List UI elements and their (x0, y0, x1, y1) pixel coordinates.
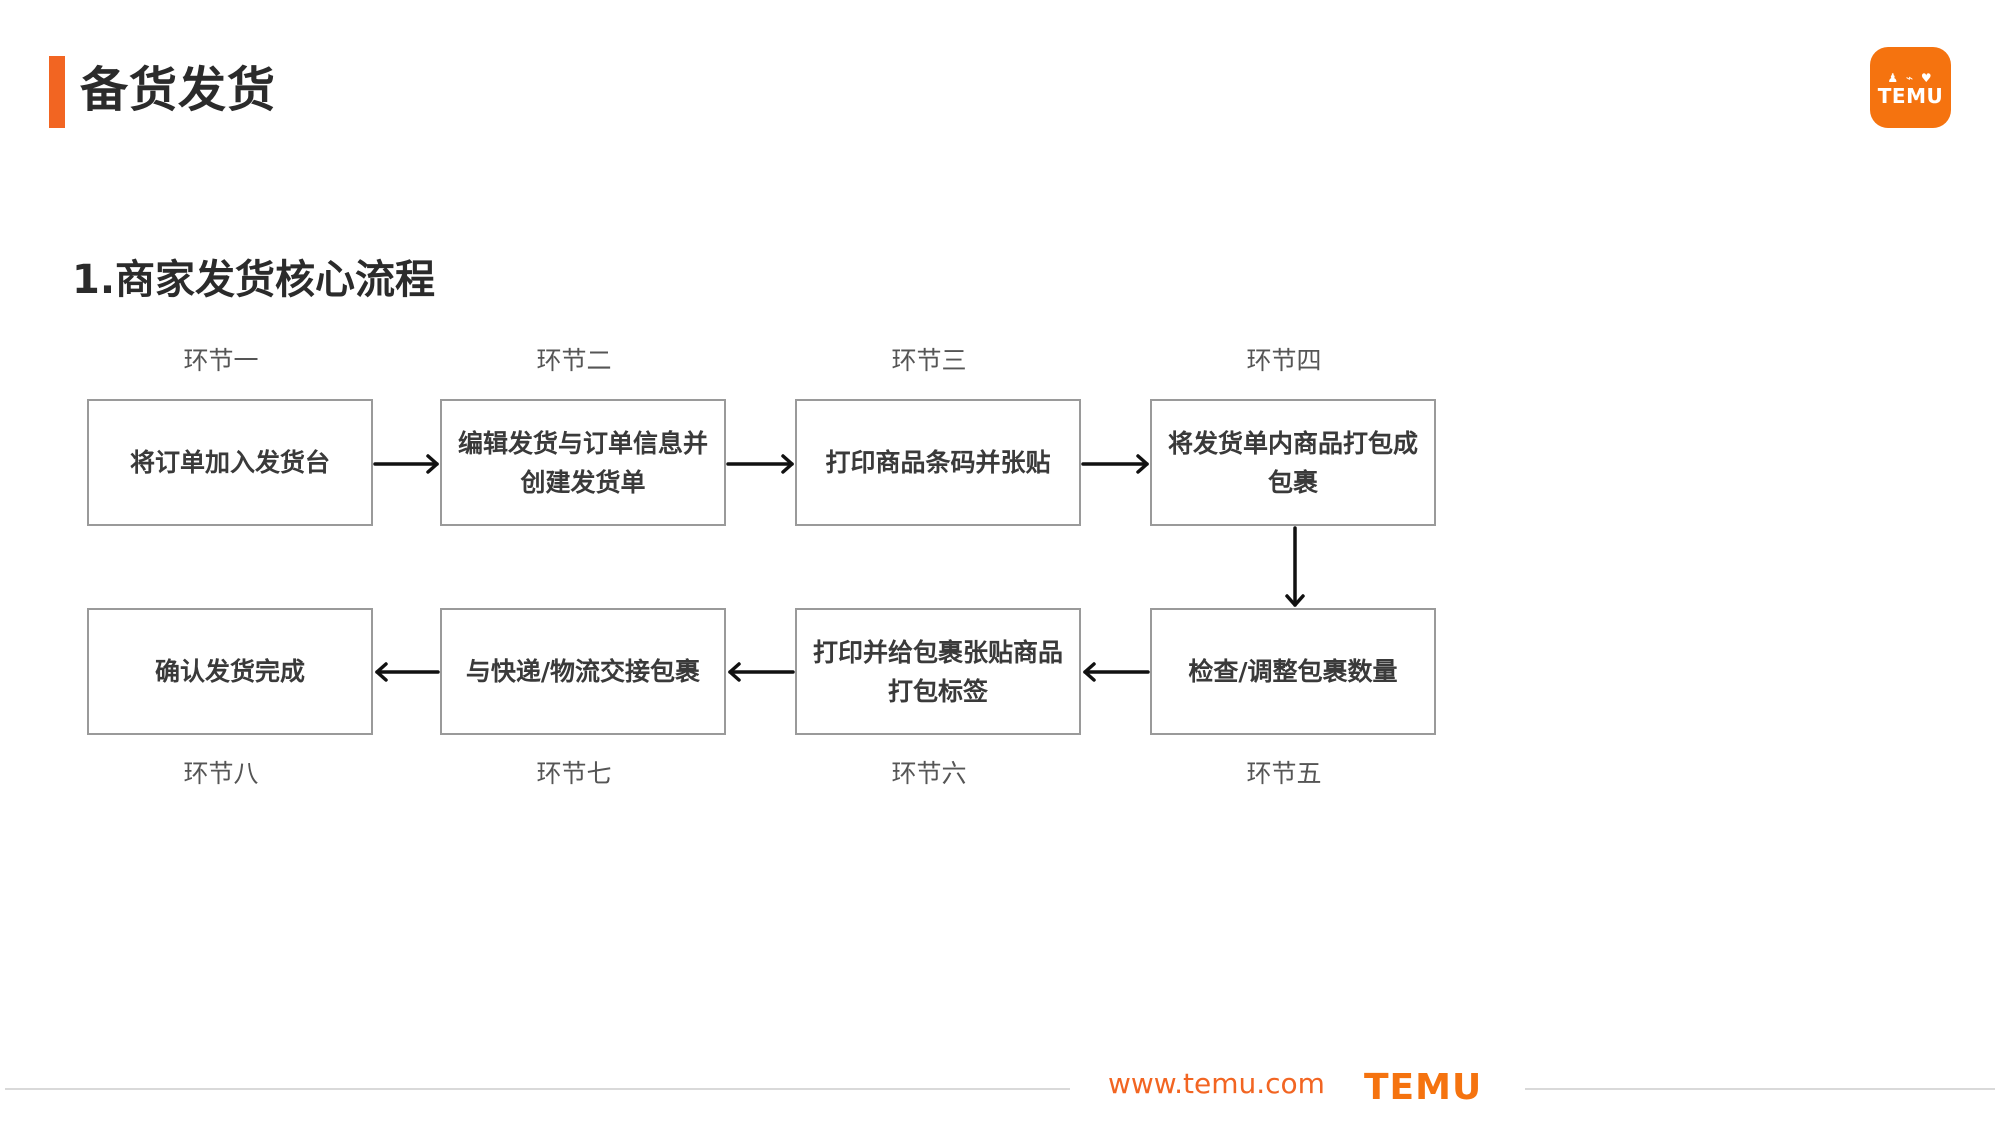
step-box-6: 打印并给包裹张贴商品打包标签 (795, 608, 1081, 735)
logo-text: TEMU (1877, 83, 1944, 108)
title-accent-bar (49, 56, 65, 128)
stage-label-6: 环节六 (891, 759, 967, 788)
arrowhead-1-to-2 (426, 454, 439, 474)
stage-label-1: 环节一 (183, 346, 259, 375)
arrowhead-3-to-4 (1136, 454, 1149, 474)
step-text-3: 打印商品条码并张贴 (825, 448, 1051, 477)
step-text-8: 确认发货完成 (154, 657, 305, 686)
arrowhead-2-to-3 (781, 454, 794, 474)
stage-label-3: 环节三 (891, 346, 967, 375)
step-text-1: 将订单加入发货台 (129, 448, 330, 477)
stage-label-2: 环节二 (536, 346, 612, 375)
logo-mascot-icons: ♟ ⌁ ♥ (1887, 70, 1934, 85)
temu-logo-badge: ♟ ⌁ ♥ TEMU (1870, 47, 1951, 128)
footer-divider-left (5, 1088, 1070, 1090)
step-box-4: 将发货单内商品打包成包裹 (1150, 399, 1436, 526)
stage-label-8: 环节八 (183, 759, 259, 788)
step-text-6: 打印并给包裹张贴商品打包标签 (812, 637, 1063, 706)
footer-logo: TEMU (1364, 1067, 1483, 1108)
step-text-4: 将发货单内商品打包成包裹 (1167, 428, 1418, 497)
footer-divider-right (1525, 1088, 1995, 1090)
section-title: 1.商家发货核心流程 (72, 257, 436, 303)
step-box-5: 检查/调整包裹数量 (1150, 608, 1436, 735)
arrowhead-7-to-8 (375, 662, 388, 682)
stage-label-5: 环节五 (1246, 759, 1322, 788)
page-title: 备货发货 (80, 62, 277, 118)
step-text-5: 检查/调整包裹数量 (1188, 657, 1398, 686)
arrowhead-5-to-6 (1083, 662, 1096, 682)
arrowhead-6-to-7 (728, 662, 741, 682)
step-text-2: 编辑发货与订单信息并创建发货单 (457, 428, 708, 497)
step-text-7: 与快递/物流交接包裹 (465, 657, 701, 686)
stage-label-7: 环节七 (536, 759, 612, 788)
stage-label-4: 环节四 (1246, 346, 1322, 375)
step-box-1: 将订单加入发货台 (87, 399, 373, 526)
step-box-7: 与快递/物流交接包裹 (440, 608, 726, 735)
step-box-8: 确认发货完成 (87, 608, 373, 735)
step-box-3: 打印商品条码并张贴 (795, 399, 1081, 526)
step-box-2: 编辑发货与订单信息并创建发货单 (440, 399, 726, 526)
footer-url: www.temu.com (1108, 1067, 1325, 1100)
arrowhead-4-to-5 (1285, 594, 1305, 607)
